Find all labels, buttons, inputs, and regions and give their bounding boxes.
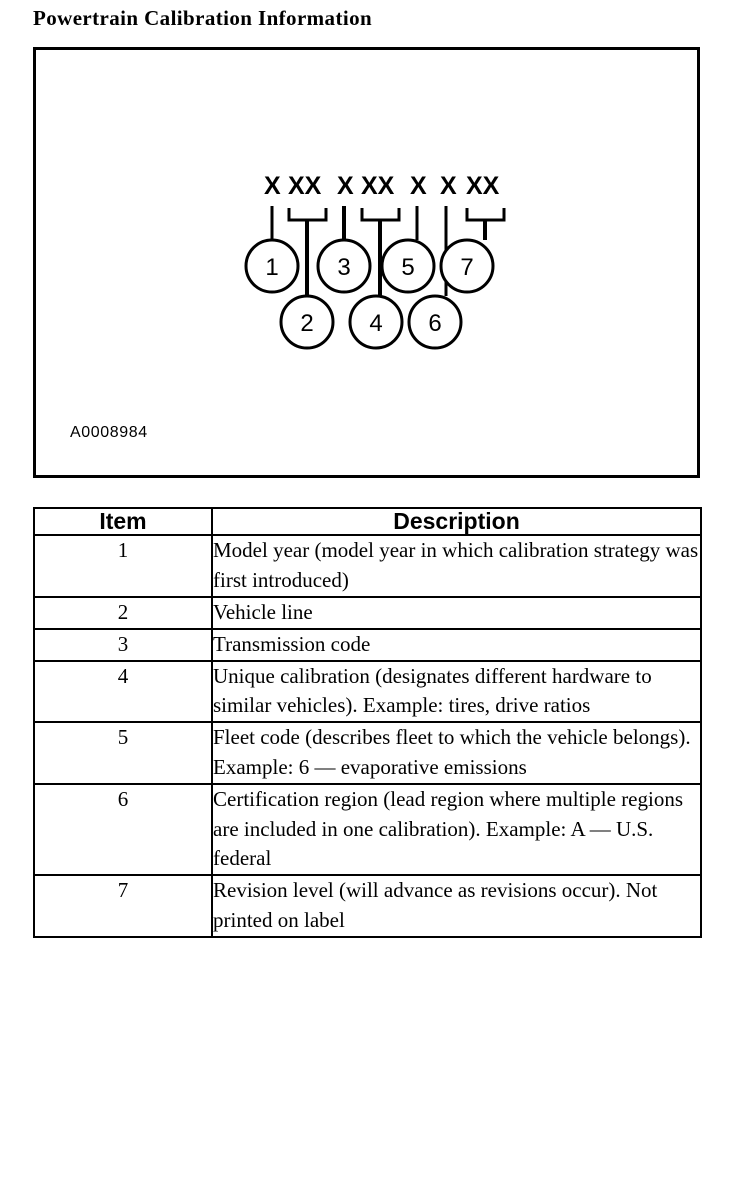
cell-item: 5 [33, 721, 213, 785]
callout-circle-3 [316, 238, 372, 294]
code-char-group-3: X [337, 172, 354, 200]
cell-item: 3 [33, 627, 213, 662]
table-row: 5 Fleet code (describes fleet to which t… [33, 721, 702, 785]
cell-description: Transmission code [211, 627, 702, 662]
cell-description: Certification region (lead region where … [211, 782, 702, 877]
cell-description: Model year (model year in which calibrat… [211, 534, 702, 598]
callout-label-1: 1 [265, 254, 278, 281]
code-char-group-6: X [440, 172, 457, 200]
leader-bracket-7 [465, 208, 506, 222]
code-char-group-7: XX [466, 172, 500, 200]
cell-description: Unique calibration (designates different… [211, 659, 702, 724]
cell-item: 7 [33, 874, 213, 938]
callout-label-5: 5 [401, 254, 414, 281]
figure-box: X XX X XX X X XX [33, 47, 700, 478]
callout-label-7: 7 [460, 254, 473, 281]
table-row: 7 Revision level (will advance as revisi… [33, 874, 702, 938]
callout-circle-5 [380, 238, 436, 294]
leader-bracket-4 [360, 208, 401, 222]
callout-label-6: 6 [428, 310, 441, 337]
callout-circle-1 [244, 238, 300, 294]
callout-label-3: 3 [337, 254, 350, 281]
cell-description: Vehicle line [211, 595, 702, 630]
cell-item: 6 [33, 782, 213, 877]
table-row: 1 Model year (model year in which calibr… [33, 534, 702, 598]
figure-id-label: A0008984 [70, 424, 148, 441]
table-row: 2 Vehicle line [33, 595, 702, 630]
cell-item: 2 [33, 595, 213, 630]
cell-description: Revision level (will advance as revision… [211, 874, 702, 938]
column-header-item: Item [33, 506, 213, 537]
callout-circle-2 [279, 294, 335, 350]
callout-diagram: X XX X XX X X XX [36, 50, 703, 481]
table-header-row: Item Description [33, 506, 702, 537]
cell-item: 4 [33, 659, 213, 724]
cell-description: Fleet code (describes fleet to which the… [211, 721, 702, 785]
leader-bracket-2 [287, 208, 328, 222]
callout-label-2: 2 [300, 310, 313, 337]
callout-circle-7 [439, 238, 495, 294]
code-char-group-2: XX [288, 172, 322, 200]
code-char-group-5: X [410, 172, 427, 200]
code-char-group-4: XX [361, 172, 395, 200]
table-row: 4 Unique calibration (designates differe… [33, 659, 702, 724]
page-title: Powertrain Calibration Information [33, 6, 373, 30]
column-header-description: Description [211, 506, 702, 537]
callout-label-4: 4 [369, 310, 382, 337]
table-row: 6 Certification region (lead region wher… [33, 782, 702, 877]
callout-circle-6 [407, 294, 463, 350]
callout-circle-4 [348, 294, 404, 350]
item-description-table: Item Description 1 Model year (model yea… [33, 506, 702, 938]
code-char-group-1: X [264, 172, 281, 200]
table-row: 3 Transmission code [33, 627, 702, 662]
cell-item: 1 [33, 534, 213, 598]
